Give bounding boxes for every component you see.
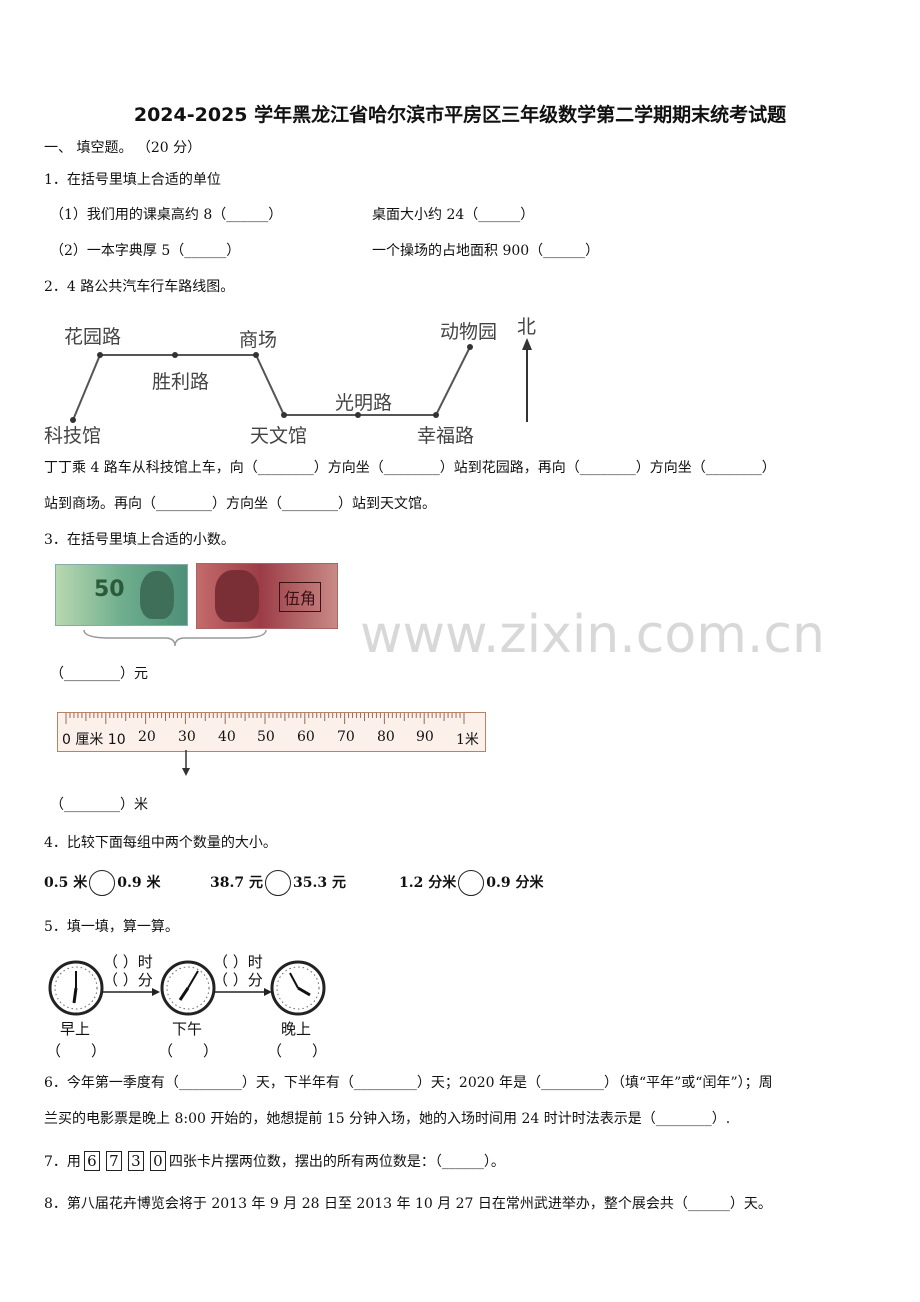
q4-g1-right: 0.9 米 [117, 875, 161, 891]
q4-g2-right: 35.3 元 [292, 875, 346, 891]
q4-g2-left: 38.7 元 [210, 875, 263, 891]
brace-icon [83, 629, 267, 647]
q5-blank-2: （ ） [158, 1042, 219, 1060]
q5-hour-1: （ ）时 [103, 953, 153, 971]
q8-line: 8．第八届花卉博览会将于 2013 年 9 月 28 日至 2013 年 10 … [44, 1196, 772, 1212]
ruler-label: 40 [218, 729, 236, 745]
compare-circle[interactable] [458, 870, 485, 896]
q5-blank-1: （ ） [46, 1042, 107, 1060]
ruler-ticks [65, 713, 465, 724]
stop-dot [172, 352, 178, 358]
watermark: www.zixin.com.cn [360, 605, 825, 665]
q2-line1: 丁丁乘 4 路车从科技馆上车，向（________）方向坐（________）站… [44, 460, 776, 476]
ruler-label: 1米 [456, 732, 479, 748]
section-heading: 一、 填空题。 （20 分） [44, 140, 202, 156]
stop-dot [355, 412, 361, 418]
q6-line1: 6．今年第一季度有（_________）天，下半年有（_________）天；2… [44, 1075, 773, 1091]
map-label-huayuan: 花园路 [64, 326, 122, 348]
number-card: 6 [83, 1151, 100, 1171]
q3-stem: 3．在括号里填上合适的小数。 [44, 532, 235, 548]
banknote-50-image: 50 [55, 564, 188, 626]
map-label-shangchang: 商场 [239, 329, 278, 351]
meter-ruler: 0 厘米 10 20 30 40 50 60 70 80 90 1米 [57, 712, 486, 752]
ruler-label: 80 [377, 729, 395, 745]
map-label-dongwuyuan: 动物园 [440, 321, 498, 343]
ruler-label: 0 厘米 10 [62, 732, 126, 748]
q4-group-1: 0.5 米 0.9 米 [44, 869, 160, 897]
map-label-xingfu: 幸福路 [417, 425, 475, 447]
q4-stem: 4．比较下面每组中两个数量的大小。 [44, 835, 277, 851]
ruler-label: 70 [337, 729, 355, 745]
q7-prefix: 7．用 [44, 1154, 81, 1170]
q2-line2: 站到商场。再向（________）方向坐（________）站到天文馆。 [44, 496, 436, 512]
ruler-label: 60 [297, 729, 315, 745]
map-label-north: 北 [517, 316, 537, 338]
ruler-label: 30 [178, 729, 196, 745]
page-title: 2024-2025 学年黑龙江省哈尔滨市平房区三年级数学第二学期期末统考试题 [133, 104, 787, 126]
north-arrowhead [522, 338, 532, 350]
q5-hour-2: （ ）时 [213, 953, 263, 971]
map-label-kejiguan: 科技馆 [44, 425, 102, 447]
q4-group-3: 1.2 分米 0.9 分米 [399, 869, 543, 897]
label-afternoon: 下午 [172, 1020, 203, 1038]
note5-label: 伍角 [279, 582, 322, 612]
stop-dot [253, 352, 259, 358]
q1-item-a: （1）我们用的课桌高约 8（______） [50, 207, 283, 223]
q1-item-c: （2）一本字典厚 5（______） [50, 243, 241, 259]
q4-g3-right: 0.9 分米 [486, 875, 544, 891]
stop-dot [433, 412, 439, 418]
number-card: 0 [149, 1151, 166, 1171]
banknote-5jiao-image: 伍角 [196, 563, 338, 629]
q6-line2: 兰买的电影票是晚上 8:00 开始的，她想提前 15 分钟入场，她的入场时间用 … [44, 1111, 731, 1127]
compare-circle[interactable] [264, 870, 291, 896]
number-card: 7 [105, 1151, 122, 1171]
q4-g3-left: 1.2 分米 [399, 875, 457, 891]
clocks-diagram [48, 960, 326, 1016]
q1-item-d: 一个操场的占地面积 900（______） [372, 243, 600, 259]
q7-suffix: 四张卡片摆两位数，摆出的所有两位数是：（______）。 [168, 1154, 505, 1170]
q3-ruler-answer: （________）米 [50, 797, 148, 813]
bus-route-map [70, 338, 532, 423]
q5-blank-3: （ ） [267, 1042, 328, 1060]
compare-circle[interactable] [89, 870, 116, 896]
label-morning: 早上 [60, 1020, 91, 1038]
down-arrow-icon [182, 750, 190, 776]
clock-evening [270, 960, 326, 1016]
ruler-label: 20 [138, 729, 156, 745]
portrait-icon [215, 570, 259, 622]
q5-minute-2: （ ）分 [213, 971, 263, 989]
q5-stem: 5．填一填，算一算。 [44, 919, 179, 935]
number-card: 3 [127, 1151, 144, 1171]
q5-minute-1: （ ）分 [103, 971, 153, 989]
ruler-label: 50 [257, 729, 275, 745]
map-label-shengli: 胜利路 [152, 371, 210, 393]
stop-dot [281, 412, 287, 418]
clock-afternoon [160, 960, 216, 1016]
clock-morning [48, 960, 104, 1016]
stop-dot [70, 417, 76, 423]
q1-item-b: 桌面大小约 24（______） [372, 207, 535, 223]
ruler-numbers: 0 厘米 10 [62, 729, 126, 749]
stop-dot [97, 352, 103, 358]
q4-group-2: 38.7 元 35.3 元 [210, 869, 346, 897]
q1-stem: 1．在括号里填上合适的单位 [44, 172, 221, 188]
label-evening: 晚上 [281, 1020, 312, 1038]
portrait-icon [140, 571, 174, 619]
q4-g1-left: 0.5 米 [44, 875, 88, 891]
stop-dot [467, 344, 473, 350]
q2-stem: 2．4 路公共汽车行车路线图。 [44, 279, 235, 295]
map-label-guangming: 光明路 [335, 392, 393, 414]
route-line [72, 346, 471, 421]
q3-money-answer: （________）元 [50, 666, 148, 682]
note50-value: 50 [94, 577, 125, 602]
ruler-label: 90 [416, 729, 434, 745]
map-label-tianwenguan: 天文馆 [250, 425, 308, 447]
